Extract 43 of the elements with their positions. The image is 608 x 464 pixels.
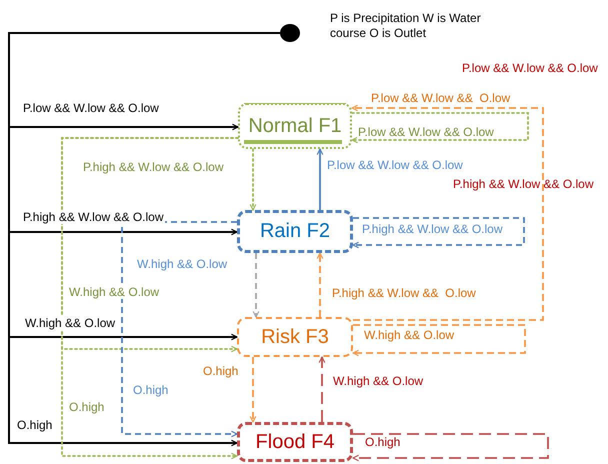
transition-condition: P.high && W.low && O.low: [453, 177, 594, 192]
edge-label: W.high && O.low: [363, 328, 456, 342]
edge-label: O.high: [68, 400, 106, 414]
state-box: [237, 317, 353, 357]
transition-arrow: [61, 137, 239, 460]
transition-arrow: [252, 253, 260, 318]
edge-label: P.high && W.low && O.low: [361, 222, 504, 236]
state-box: [237, 210, 353, 253]
edge-label: O.high: [364, 435, 402, 449]
edge-label: W.high && O.low: [68, 285, 160, 299]
edge-label: P.low && W.low && O.low: [22, 101, 160, 115]
transition-arrow: [351, 104, 544, 321]
transition-arrow: [250, 357, 256, 423]
edge-label: W.high && O.low: [332, 374, 424, 388]
transition-arrow: [352, 324, 526, 356]
edge-label: P.low && W.low && O.low: [357, 125, 495, 139]
edge-label: W.high && O.low: [24, 316, 116, 330]
edge-label: P.high && W.low && O.low: [331, 286, 477, 300]
edge-label: O.high: [16, 418, 54, 432]
transition-arrow: [352, 217, 525, 248]
state-name: Risk F3: [261, 326, 329, 348]
edge-label: O.high: [202, 364, 240, 378]
transition-arrow: [316, 252, 324, 317]
state-name: Rain F2: [260, 220, 330, 243]
edge-label: O.high: [132, 383, 170, 397]
transition-condition: P.low && W.low && O.low: [462, 61, 598, 76]
edge-label: P.high && W.low && O.low: [82, 160, 225, 174]
state-name: Flood F4: [256, 430, 334, 454]
edge-label: P.low && W.low && O.low: [326, 158, 464, 172]
state-box: [237, 422, 353, 462]
transition-arrow: [121, 221, 238, 438]
transition-arrow: [316, 148, 324, 210]
transition-arrow: [351, 112, 529, 144]
edge-label: P.low && W.low && O.low: [370, 91, 512, 105]
state-name: Normal F1: [248, 114, 342, 138]
transition-arrow: [250, 148, 256, 211]
transition-arrow: [352, 433, 549, 462]
edge-label: P.high && W.low && O.low: [22, 210, 165, 224]
state-box: [238, 103, 352, 149]
transition-arrow: [318, 356, 326, 422]
edge-label: W.high && O.low: [136, 257, 228, 271]
legend-note: P is Precipitation W is Water course O is Outlet: [330, 11, 482, 41]
initial-state-dot: [280, 24, 300, 42]
